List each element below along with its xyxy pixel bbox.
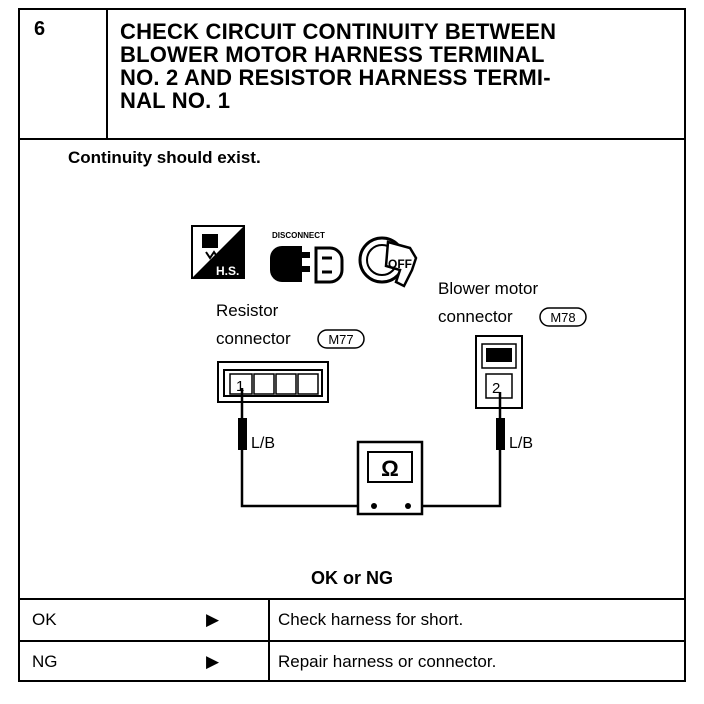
step-number: 6 [20, 10, 108, 138]
circuit-diagram: H.S. DISCONNECT OFF Resistor connector M… [191, 225, 587, 516]
result-label: OK [32, 610, 57, 629]
resistor-code-badge [317, 329, 365, 349]
blower-label-line2: connector [438, 307, 513, 326]
step-card: 6 CHECK CIRCUIT CONTINUITY BETWEEN BLOWE… [18, 8, 686, 682]
result-question: OK or NG [310, 568, 393, 588]
step-title: CHECK CIRCUIT CONTINUITY BETWEEN BLOWER … [108, 10, 684, 138]
ignition-off-icon: OFF [358, 236, 418, 288]
resistor-label-line2: connector [216, 329, 291, 348]
resistor-code: M77 [328, 332, 353, 347]
ohm-symbol: Ω [381, 456, 399, 481]
resistor-connector: 1 [217, 361, 329, 403]
step-title-line-4: NAL NO. 1 [120, 88, 231, 113]
blower-code: M78 [550, 310, 575, 325]
condition-text: Continuity should exist. [68, 148, 261, 167]
resistor-terminal-number: 1 [236, 378, 244, 395]
resistor-label-line1: Resistor [216, 301, 279, 320]
result-row-ok: OK ▶ Check harness for short. [20, 598, 684, 640]
step-title-line-2: BLOWER MOTOR HARNESS TERMINAL [120, 42, 545, 67]
resistor-wire-color: L/B [251, 435, 275, 452]
result-action: Check harness for short. [268, 600, 684, 640]
harness-icon-label: H.S. [216, 264, 239, 278]
blower-terminal-number: 2 [492, 380, 500, 397]
ohmmeter: Ω [356, 440, 424, 516]
harness-service-icon: H.S. [191, 225, 245, 279]
blower-code-badge [539, 307, 587, 327]
result-row-ng: NG ▶ Repair harness or connector. [20, 640, 684, 682]
disconnect-icon: DISCONNECT [270, 231, 344, 284]
step-title-line-1: CHECK CIRCUIT CONTINUITY BETWEEN [120, 19, 557, 44]
arrow-right-icon: ▶ [206, 652, 220, 671]
blower-wire-color: L/B [509, 435, 533, 452]
tester-probe-wires [238, 388, 505, 508]
blower-label-line1: Blower motor [438, 279, 538, 298]
ignition-off-label: OFF [388, 257, 412, 271]
result-label: NG [32, 652, 58, 671]
arrow-right-icon: ▶ [206, 610, 220, 629]
disconnect-label: DISCONNECT [272, 231, 325, 240]
result-action: Repair harness or connector. [268, 642, 684, 682]
header-divider [20, 138, 684, 140]
step-title-line-3: NO. 2 AND RESISTOR HARNESS TERMI- [120, 65, 551, 90]
